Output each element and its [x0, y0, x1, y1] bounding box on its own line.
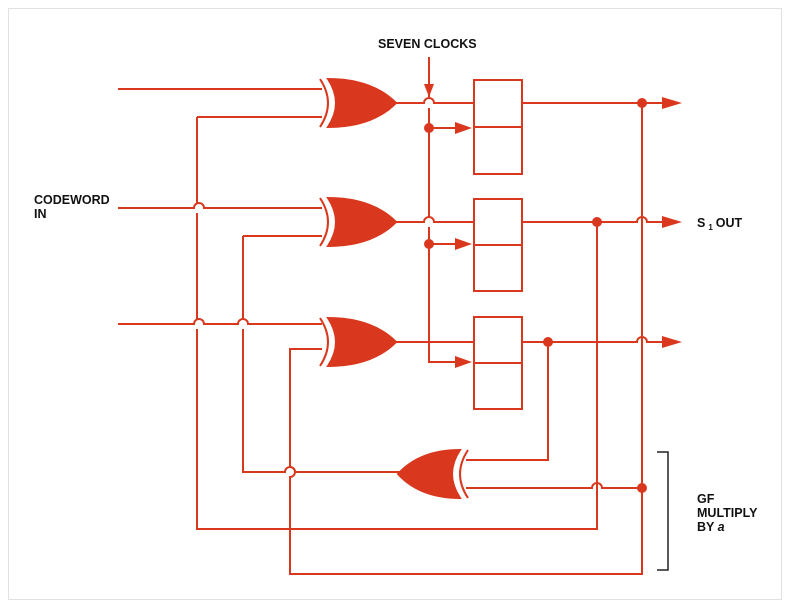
junction-out-3: [543, 337, 553, 347]
gf-multiply-bracket: [657, 451, 669, 571]
register-3-lower: [473, 362, 523, 410]
xor2-to-register2: [396, 216, 474, 223]
xor-gate-feedback: [396, 448, 469, 500]
junction-out-2: [592, 217, 602, 227]
arrow-out-3: [662, 336, 682, 348]
junction-clock-1: [424, 123, 434, 133]
gf-line-2: MULTIPLY: [697, 506, 758, 520]
feedback-mid-loop: [242, 235, 400, 473]
arrowheads: [424, 84, 682, 368]
junction-clock-2: [424, 239, 434, 249]
codeword-input-wire-2: [118, 202, 322, 209]
arrow-out-2: [662, 216, 682, 228]
xor1-to-register1: [396, 97, 474, 104]
gf-line-1: GF: [697, 492, 715, 506]
xor-gate-1: [319, 77, 398, 129]
xor-gates: [319, 77, 469, 500]
arrow-clock-down: [424, 84, 434, 97]
codeword-input-wire-3: [118, 318, 322, 325]
s-out-prefix: S: [697, 216, 706, 230]
gf-by: BY: [697, 520, 715, 534]
register-2-lower: [473, 244, 523, 292]
diagram-frame: [8, 8, 782, 600]
gf-line-3: BY a: [697, 520, 757, 534]
gf-variable: a: [717, 520, 725, 534]
circuit-wires: [118, 57, 676, 575]
arrow-out-1: [662, 97, 682, 109]
shift-registers: [473, 79, 523, 410]
junction-feedback: [637, 483, 647, 493]
register3-tap: [466, 342, 549, 461]
arrow-register1-in: [455, 122, 472, 134]
xor-gate-2: [319, 196, 398, 248]
arrow-register3-in: [455, 356, 472, 368]
register-1-lower: [473, 126, 523, 175]
s-out-subscript: 1: [708, 223, 713, 232]
feedback-left-loop: [196, 116, 598, 530]
junction-out-1: [637, 98, 647, 108]
codeword-in-label: CODEWORD IN: [34, 193, 110, 221]
xor-gate-3: [319, 316, 398, 368]
s-out-suffix: OUT: [715, 216, 743, 230]
register-3-upper: [473, 316, 523, 364]
gf-feedback-tap: [466, 482, 642, 489]
register-2-upper: [473, 198, 523, 246]
register-1-upper: [473, 79, 523, 128]
gf-multiply-label: GF MULTIPLY BY a: [697, 492, 757, 534]
arrow-register2-in: [455, 238, 472, 250]
clock-bus: [428, 108, 460, 363]
clock-label: SEVEN CLOCKS: [378, 37, 477, 51]
junction-dots: [424, 98, 647, 493]
